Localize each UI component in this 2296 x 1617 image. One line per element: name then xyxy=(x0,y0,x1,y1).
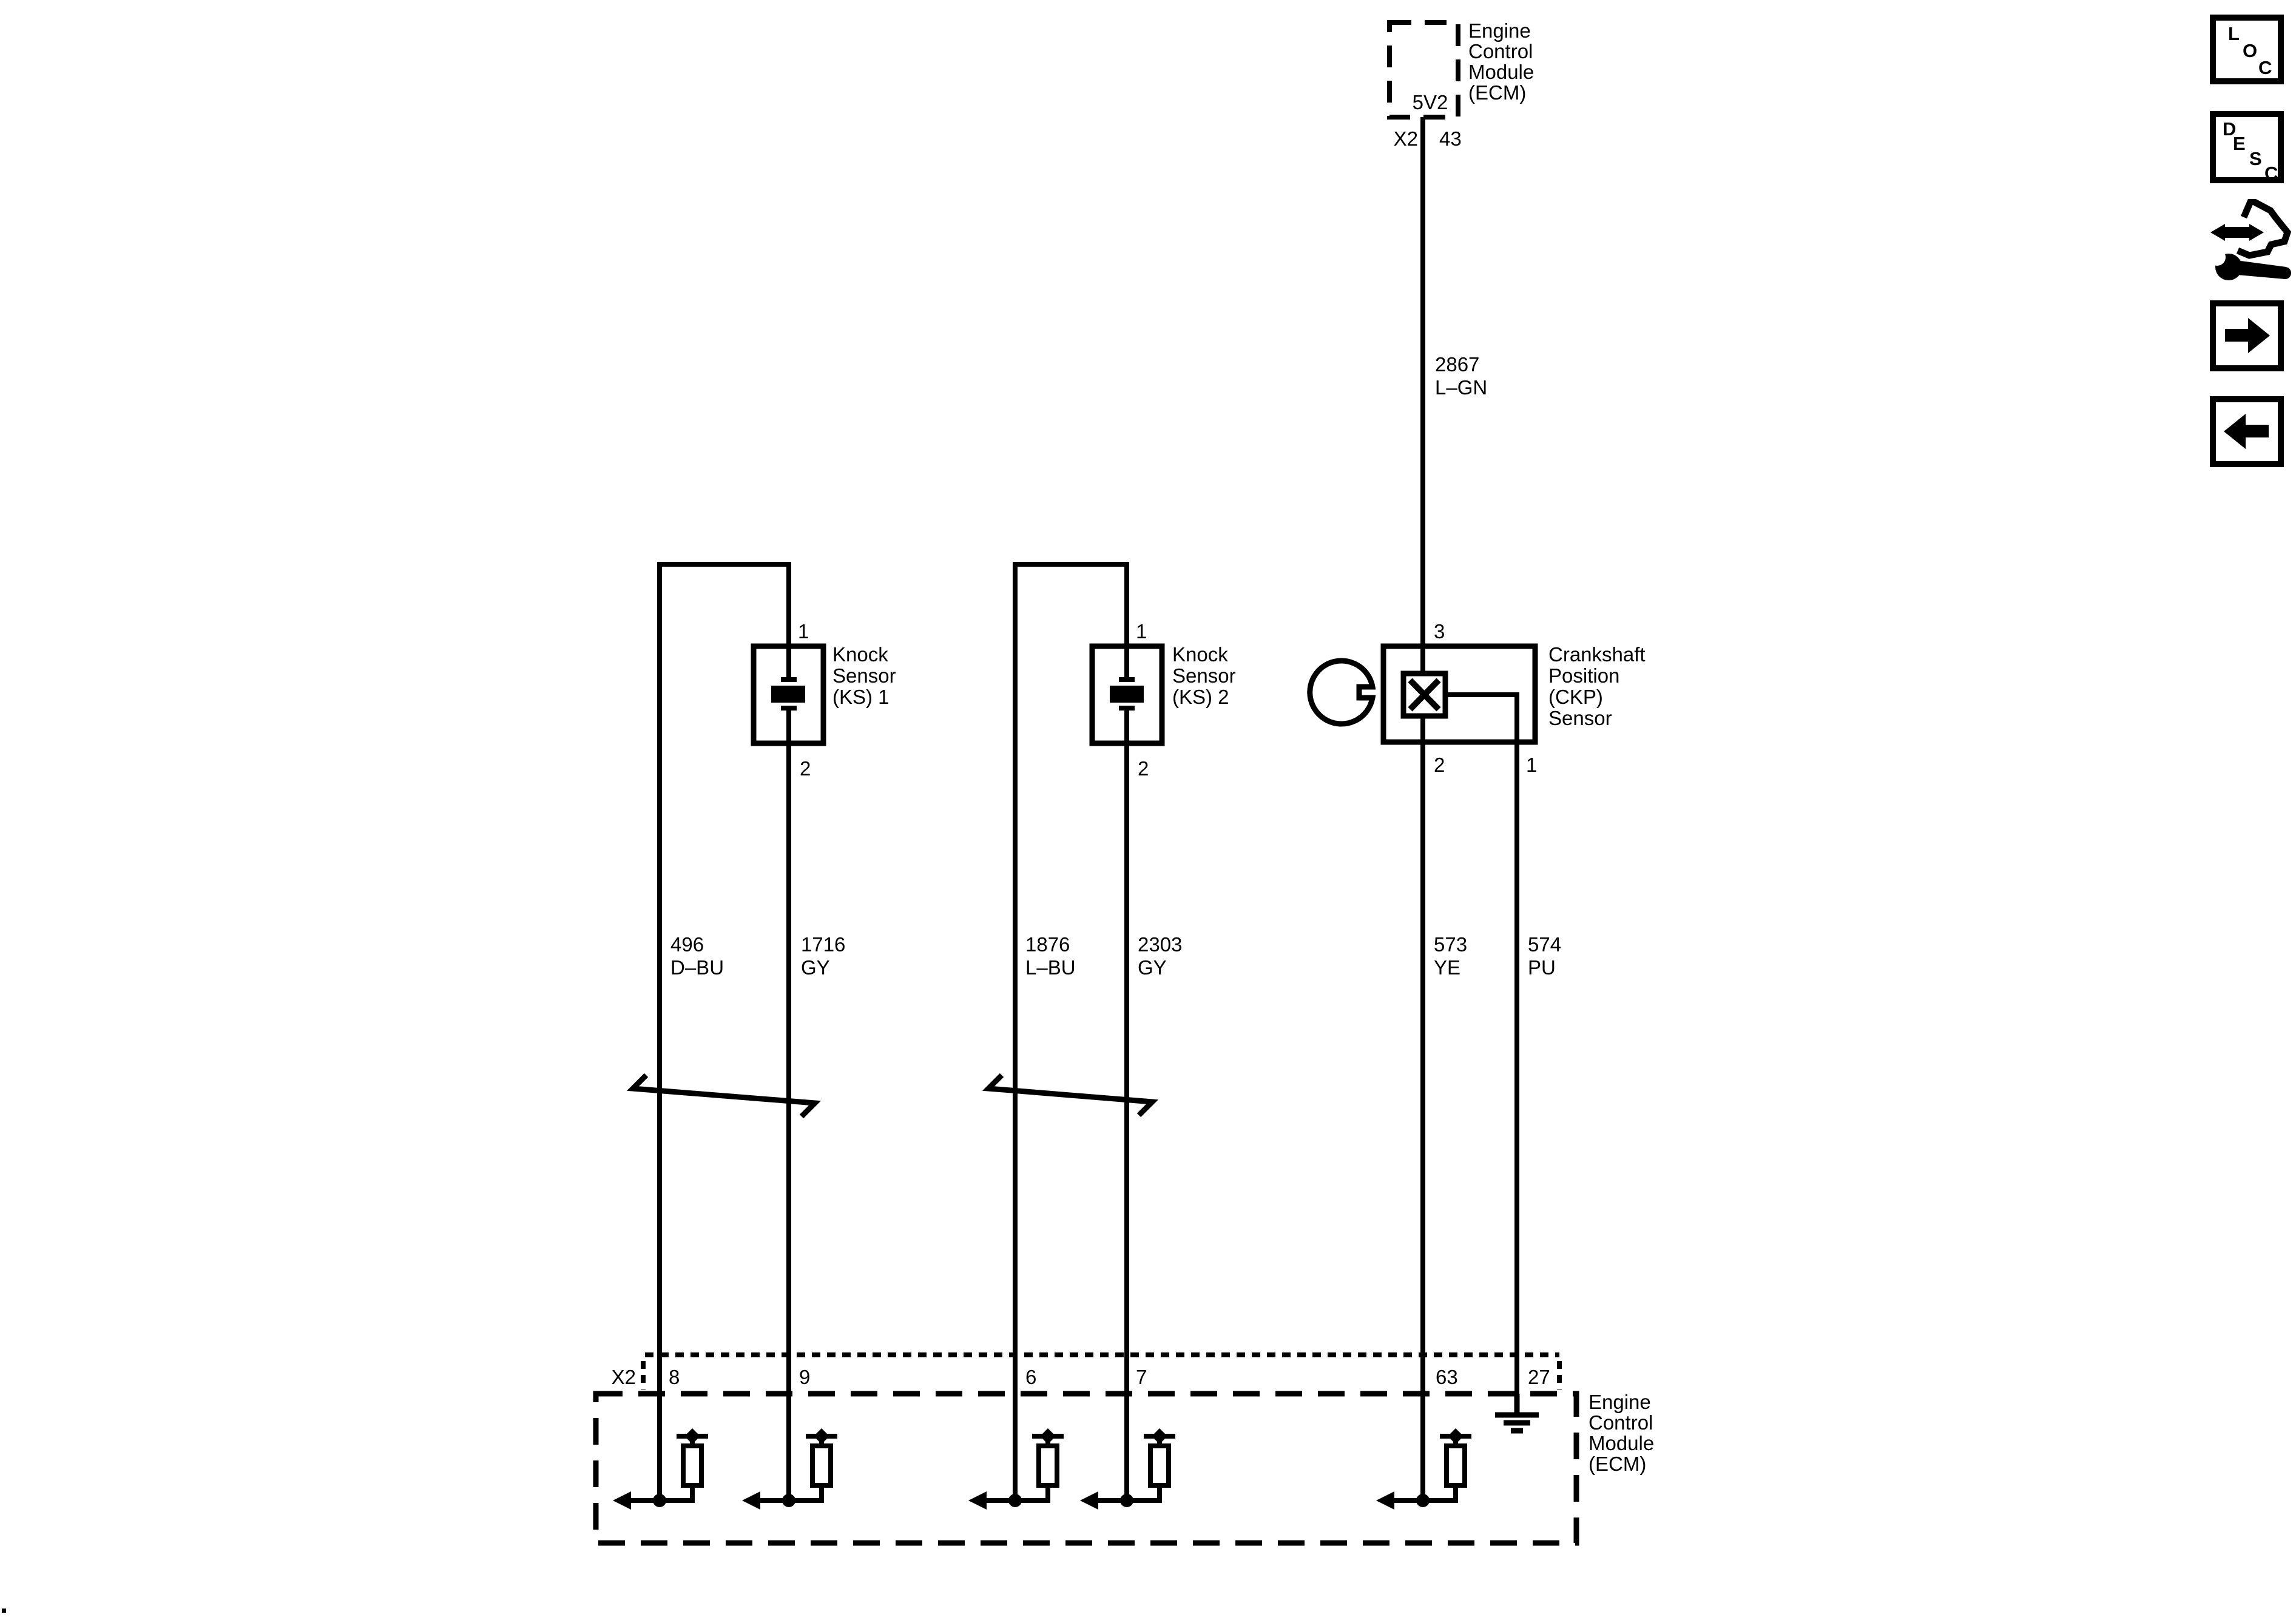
wire-label-2867: 2867 L–GN xyxy=(1435,353,1487,399)
bottom-pin-9: 9 xyxy=(799,1366,810,1388)
right-arrow-icon xyxy=(2225,318,2270,353)
svg-text:GY: GY xyxy=(801,956,830,979)
desc-letter: S xyxy=(2249,148,2262,169)
ks2-name-line: Sensor xyxy=(1172,664,1236,687)
forward-button[interactable] xyxy=(2210,300,2284,371)
wire-label-2303: 2303 GY xyxy=(1138,933,1182,979)
ks1-pin-bottom: 2 xyxy=(800,757,811,780)
wire-ks1-pair xyxy=(657,562,791,1501)
harness-cross-ks1 xyxy=(626,1073,822,1119)
wrench-hand-icon xyxy=(2209,195,2292,280)
ckp-name-line: (CKP) xyxy=(1548,686,1603,708)
knock-sensor-1: 1 2 Knock Sensor (KS) 1 xyxy=(751,620,896,780)
top-ecm-connector-label: X2 xyxy=(1394,127,1418,150)
desc-letter: E xyxy=(2233,133,2246,154)
knock-sensor-2: 1 2 Knock Sensor (KS) 2 xyxy=(1089,620,1236,780)
bottom-pin-63: 63 xyxy=(1436,1366,1458,1388)
svg-text:YE: YE xyxy=(1434,956,1460,979)
svg-text:PU: PU xyxy=(1528,956,1556,979)
desc-letter: C xyxy=(2264,163,2278,184)
ks1-pin-top: 1 xyxy=(798,620,809,643)
wire-label-1876: 1876 L–BU xyxy=(1025,933,1076,979)
ks2-name-line: Knock xyxy=(1172,643,1228,666)
bottom-ecm-module: X2 8 9 6 7 63 27 Engine Control Module (… xyxy=(593,1352,1654,1546)
ckp-name-line: Sensor xyxy=(1548,707,1612,729)
svg-text:GY: GY xyxy=(1138,956,1167,979)
svg-text:L–GN: L–GN xyxy=(1435,376,1487,399)
bottom-ecm-name-line: (ECM) xyxy=(1589,1453,1646,1475)
bottom-connector-label: X2 xyxy=(612,1366,636,1388)
wire-ckp-signal-low xyxy=(1420,692,1519,1501)
loc-button[interactable]: L O C xyxy=(2210,15,2284,84)
ks1-name-line: Knock xyxy=(832,643,888,666)
top-ecm-module: 5V2 Engine Control Module (ECM) X2 43 xyxy=(1387,19,1534,150)
wire-label-1716: 1716 GY xyxy=(801,933,845,979)
ckp-pin-bottom-right: 1 xyxy=(1526,754,1537,776)
ks2-pin-bottom: 2 xyxy=(1138,757,1149,780)
loc-letter: C xyxy=(2258,57,2272,78)
bottom-ecm-name-line: Engine xyxy=(1589,1391,1651,1413)
bottom-pin-27: 27 xyxy=(1528,1366,1550,1388)
piezo-element xyxy=(771,686,805,703)
wire-label-573: 573 YE xyxy=(1434,933,1467,979)
left-arrow-icon xyxy=(2224,414,2269,449)
desc-letter: D xyxy=(2223,118,2237,140)
ckp-name-line: Crankshaft xyxy=(1548,643,1646,666)
ckp-name-line: Position xyxy=(1548,664,1619,687)
reluctor-wheel-icon xyxy=(1307,658,1376,727)
svg-text:1876: 1876 xyxy=(1025,933,1070,956)
wire-ks2-pair xyxy=(1013,562,1129,1501)
svg-text:D–BU: D–BU xyxy=(670,956,724,979)
svg-text:2867: 2867 xyxy=(1435,353,1479,376)
ground-icon xyxy=(1495,1394,1539,1434)
back-button[interactable] xyxy=(2210,396,2284,467)
ks2-pin-top: 1 xyxy=(1136,620,1147,643)
svg-text:573: 573 xyxy=(1434,933,1467,956)
bottom-pin-7: 7 xyxy=(1136,1366,1147,1388)
bottom-pin-8: 8 xyxy=(669,1366,680,1388)
bottom-ecm-name-line: Module xyxy=(1589,1432,1654,1454)
ckp-pin-bottom-left: 2 xyxy=(1434,754,1445,776)
top-ecm-name-line: Control xyxy=(1468,40,1533,62)
loc-letter: L xyxy=(2228,23,2240,44)
ckp-sensor: 3 2 1 Crankshaft Position (CKP) Sensor xyxy=(1307,620,1646,776)
ks1-name-line: Sensor xyxy=(832,664,896,687)
top-ecm-name-line: Engine xyxy=(1468,19,1531,42)
top-ecm-name-line: (ECM) xyxy=(1468,81,1526,104)
svg-text:496: 496 xyxy=(670,933,704,956)
bottom-ecm-name-line: Control xyxy=(1589,1411,1653,1434)
svg-text:574: 574 xyxy=(1528,933,1561,956)
bottom-pin-6: 6 xyxy=(1025,1366,1036,1388)
top-ecm-pin-43: 43 xyxy=(1439,127,1462,150)
ckp-pin-top: 3 xyxy=(1434,620,1445,643)
desc-button[interactable]: D E S C xyxy=(2210,111,2284,183)
svg-text:1716: 1716 xyxy=(801,933,845,956)
ks1-name-line: (KS) 1 xyxy=(832,686,890,708)
wire-label-496: 496 D–BU xyxy=(670,933,724,979)
loc-letter: O xyxy=(2243,40,2258,61)
piezo-element xyxy=(1110,686,1144,703)
top-ecm-internal-label: 5V2 xyxy=(1413,91,1448,113)
wire-label-574: 574 PU xyxy=(1528,933,1561,979)
svg-text:L–BU: L–BU xyxy=(1025,956,1076,979)
ks2-name-line: (KS) 2 xyxy=(1172,686,1229,708)
repair-instructions-button[interactable] xyxy=(2209,195,2292,285)
harness-cross-ks2 xyxy=(982,1073,1159,1118)
svg-text:2303: 2303 xyxy=(1138,933,1182,956)
top-ecm-name-line: Module xyxy=(1468,61,1534,83)
page-artifact-dot xyxy=(2,1609,6,1613)
